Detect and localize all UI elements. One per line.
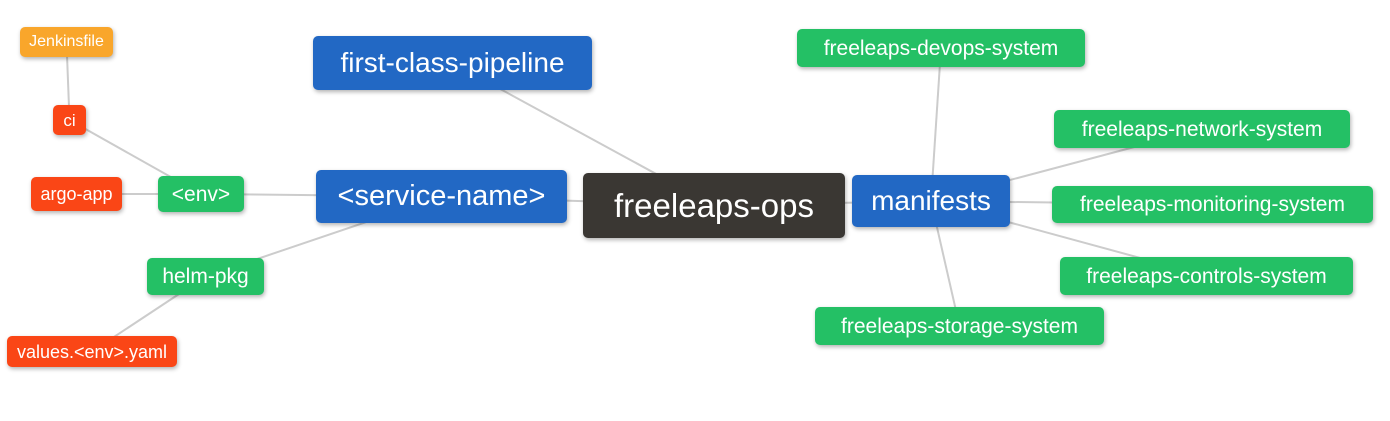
mindmap-node-service-name[interactable]: <service-name>	[316, 170, 567, 223]
mindmap-node-jenkinsfile[interactable]: Jenkinsfile	[20, 27, 113, 57]
mindmap-node-freeleaps-ops[interactable]: freeleaps-ops	[583, 173, 845, 238]
mindmap-node-argo-app[interactable]: argo-app	[31, 177, 122, 211]
mindmap-node-freeleaps-monitoring-system[interactable]: freeleaps-monitoring-system	[1052, 186, 1373, 223]
mindmap-node-freeleaps-storage-system[interactable]: freeleaps-storage-system	[815, 307, 1104, 345]
mindmap-node-first-class-pipeline[interactable]: first-class-pipeline	[313, 36, 592, 90]
mindmap-node-freeleaps-controls-system[interactable]: freeleaps-controls-system	[1060, 257, 1353, 295]
mindmap-node-freeleaps-devops-system[interactable]: freeleaps-devops-system	[797, 29, 1085, 67]
mindmap-node-helm-pkg[interactable]: helm-pkg	[147, 258, 264, 295]
mindmap-node-ci[interactable]: ci	[53, 105, 86, 135]
mindmap-node-manifests[interactable]: manifests	[852, 175, 1010, 227]
mindmap-node-values-env-yaml[interactable]: values.<env>.yaml	[7, 336, 177, 367]
mindmap-node-env[interactable]: <env>	[158, 176, 244, 212]
mindmap-node-freeleaps-network-system[interactable]: freeleaps-network-system	[1054, 110, 1350, 148]
